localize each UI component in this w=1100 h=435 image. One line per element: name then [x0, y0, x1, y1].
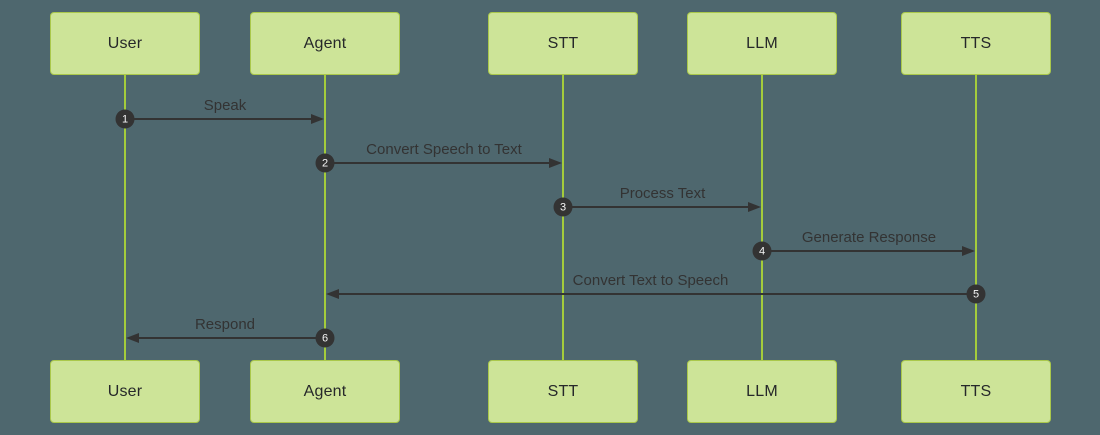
message-arrowhead-1: [311, 114, 324, 124]
message-label-5: Convert Text to Speech: [572, 272, 729, 289]
sequence-number-badge-2: 2: [315, 153, 335, 173]
actor-label: STT: [547, 382, 579, 400]
lifeline-tts: [975, 73, 977, 362]
actor-box-stt-top: STT: [488, 12, 638, 75]
message-line-2: [325, 162, 552, 164]
actor-box-tts-bottom: TTS: [901, 360, 1051, 423]
actor-label: Agent: [303, 34, 347, 52]
actor-box-user-bottom: User: [50, 360, 200, 423]
sequence-number-badge-1: 1: [115, 109, 135, 129]
message-line-3: [563, 206, 751, 208]
actor-label: Agent: [303, 382, 347, 400]
actor-label: TTS: [960, 382, 992, 400]
actor-label: LLM: [746, 382, 778, 400]
actor-box-stt-bottom: STT: [488, 360, 638, 423]
lifeline-stt: [562, 73, 564, 362]
message-arrowhead-2: [549, 158, 562, 168]
message-label-2: Convert Speech to Text: [366, 141, 522, 158]
actor-label: STT: [547, 34, 579, 52]
actor-box-llm-top: LLM: [687, 12, 837, 75]
message-arrowhead-4: [962, 246, 975, 256]
message-arrowhead-3: [748, 202, 761, 212]
actor-box-agent-top: Agent: [250, 12, 400, 75]
sequence-number-badge-4: 4: [752, 241, 772, 261]
actor-label: LLM: [746, 34, 778, 52]
lifeline-agent: [324, 73, 326, 362]
message-line-5: [337, 293, 976, 295]
lifeline-llm: [761, 73, 763, 362]
message-arrowhead-5: [326, 289, 339, 299]
message-label-6: Respond: [194, 316, 256, 333]
message-label-1: Speak: [203, 97, 247, 114]
actor-box-llm-bottom: LLM: [687, 360, 837, 423]
message-line-1: [125, 118, 314, 120]
actor-box-tts-top: TTS: [901, 12, 1051, 75]
message-line-6: [137, 337, 325, 339]
message-line-4: [762, 250, 965, 252]
lifeline-user: [124, 73, 126, 362]
sequence-number-badge-5: 5: [966, 284, 986, 304]
actor-box-user-top: User: [50, 12, 200, 75]
actor-label: TTS: [960, 34, 992, 52]
sequence-number-badge-6: 6: [315, 328, 335, 348]
actor-label: User: [107, 382, 143, 400]
message-arrowhead-6: [126, 333, 139, 343]
actor-label: User: [107, 34, 143, 52]
actor-box-agent-bottom: Agent: [250, 360, 400, 423]
message-label-4: Generate Response: [801, 229, 937, 246]
message-label-3: Process Text: [619, 185, 706, 202]
sequence-number-badge-3: 3: [553, 197, 573, 217]
